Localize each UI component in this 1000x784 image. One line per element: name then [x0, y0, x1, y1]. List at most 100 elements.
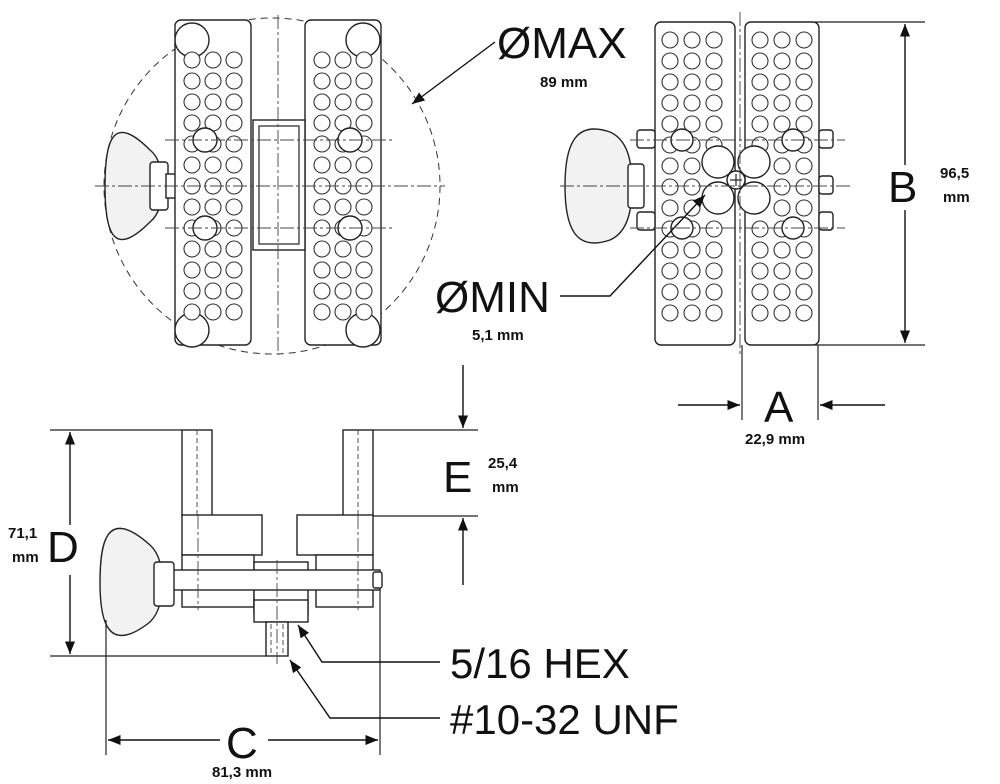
jaw-hole — [795, 94, 813, 112]
jaw-hole — [355, 303, 373, 321]
jaw-hole — [751, 52, 769, 70]
jaw-hole — [334, 51, 352, 69]
knob-collar — [153, 561, 175, 607]
jaw-hole — [355, 72, 373, 90]
jaw-hole — [683, 115, 701, 133]
jaw-hole — [183, 51, 201, 69]
jaw-hole — [751, 31, 769, 49]
jaw-hole — [313, 156, 331, 174]
max-leader — [411, 41, 496, 105]
dimension-e: E 25,4 mm — [373, 365, 519, 585]
a-title: A — [764, 383, 794, 432]
jaw-hole — [661, 157, 679, 175]
jaw-hole — [683, 31, 701, 49]
center-block-inner — [258, 125, 300, 245]
thread-callout: #10-32 UNF — [450, 696, 679, 743]
jaw-hole — [795, 73, 813, 91]
jaw-hole — [183, 282, 201, 300]
jaw-hole-grid — [661, 31, 813, 322]
jaw-hole — [313, 114, 331, 132]
jaw-hole — [334, 303, 352, 321]
jaw-hole — [183, 240, 201, 258]
jaw-hole — [683, 52, 701, 70]
jaw-hole — [225, 156, 243, 174]
knob-right-view — [564, 128, 633, 244]
jaw-hole — [751, 73, 769, 91]
jaw-hole — [795, 283, 813, 301]
b-value-line2: mm — [943, 189, 970, 206]
jaw-hole — [751, 220, 769, 238]
jaw-hole — [795, 199, 813, 217]
lead-screw — [169, 569, 381, 591]
side-pin — [636, 129, 656, 149]
jaw-hole — [204, 156, 222, 174]
jaw-hole — [773, 262, 791, 280]
jaw-hole — [795, 52, 813, 70]
thread-leader — [289, 659, 440, 719]
jaw-hole — [225, 72, 243, 90]
jaw-hole — [705, 73, 723, 91]
d-value-line1: 71,1 — [8, 525, 37, 542]
jaw-hole — [773, 31, 791, 49]
jaw-hole — [705, 52, 723, 70]
jaw-hole — [751, 304, 769, 322]
jaw-hole — [705, 220, 723, 238]
jaw-hole — [355, 114, 373, 132]
jaw-hole — [683, 73, 701, 91]
jaw-hole — [795, 31, 813, 49]
max-value: 89 mm — [540, 74, 588, 91]
side-pin — [818, 211, 834, 231]
jaw-hole — [795, 157, 813, 175]
jaw-hole — [773, 52, 791, 70]
jaw-hole — [355, 240, 373, 258]
c-value: 81,3 mm — [212, 764, 272, 781]
center-body-bottom — [253, 599, 309, 623]
min-title: ØMIN — [435, 273, 550, 322]
jaw-hole — [705, 283, 723, 301]
jaw-hole — [183, 114, 201, 132]
side-pin — [818, 175, 834, 195]
upper-block-left — [181, 514, 263, 556]
jaw-hole — [705, 304, 723, 322]
jaw-hole — [355, 198, 373, 216]
jaw-hole — [355, 51, 373, 69]
jaw-hole — [661, 115, 679, 133]
jaw-hole — [683, 157, 701, 175]
jaw-hole — [773, 178, 791, 196]
jaw-hole — [773, 157, 791, 175]
knob-side-view — [99, 527, 163, 637]
side-pin — [636, 211, 656, 231]
jaw-hole — [204, 93, 222, 111]
jaw-hole — [705, 115, 723, 133]
jaw-hole — [795, 304, 813, 322]
jaw-hole — [225, 198, 243, 216]
jaw-hole — [355, 156, 373, 174]
jaw-hole — [683, 262, 701, 280]
jaw-hole — [225, 93, 243, 111]
hex-leader — [297, 624, 440, 663]
jaw-hole — [705, 31, 723, 49]
view-side — [99, 429, 383, 664]
jaw-hole — [313, 72, 331, 90]
jaw-hole — [204, 198, 222, 216]
jaw-hole — [225, 135, 243, 153]
jaw-hole — [313, 135, 331, 153]
jaw-hole — [661, 52, 679, 70]
jaw-hole — [661, 94, 679, 112]
jaw-hole — [773, 241, 791, 259]
jaw-hole — [661, 73, 679, 91]
jaw-hole — [204, 51, 222, 69]
jaw-hole — [661, 262, 679, 280]
jaw-hole — [313, 240, 331, 258]
jaw-hole — [225, 51, 243, 69]
jaw-hole — [661, 304, 679, 322]
e-value-line2: mm — [492, 479, 519, 496]
max-title: ØMAX — [497, 19, 627, 68]
jaw-hole — [705, 262, 723, 280]
jaw-hole — [313, 51, 331, 69]
jaw-hole — [183, 198, 201, 216]
center-block — [252, 119, 306, 251]
screw-end — [372, 571, 383, 589]
jaw-hole — [661, 31, 679, 49]
jaw-hole — [751, 241, 769, 259]
